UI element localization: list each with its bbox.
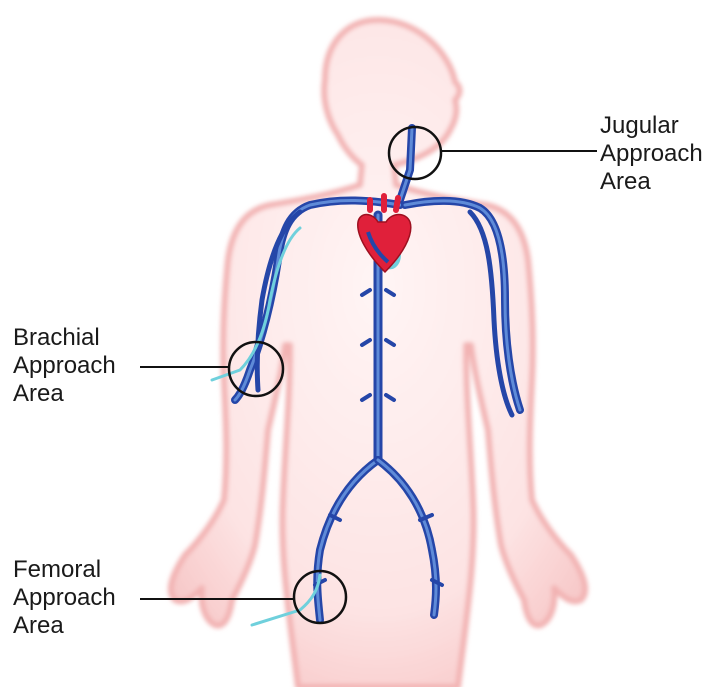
brachial-label-line1: Brachial bbox=[13, 324, 116, 352]
brachial-label-line2: Approach bbox=[13, 352, 116, 380]
jugular-label-line3: Area bbox=[600, 168, 703, 196]
jugular-approach-label: Jugular Approach Area bbox=[600, 112, 703, 196]
jugular-label-line1: Jugular bbox=[600, 112, 703, 140]
jugular-label-line2: Approach bbox=[600, 140, 703, 168]
brachial-label-line3: Area bbox=[13, 380, 116, 408]
femoral-approach-label: Femoral Approach Area bbox=[13, 556, 116, 640]
brachial-approach-label: Brachial Approach Area bbox=[13, 324, 116, 408]
femoral-label-line3: Area bbox=[13, 612, 116, 640]
femoral-label-line2: Approach bbox=[13, 584, 116, 612]
femoral-label-line1: Femoral bbox=[13, 556, 116, 584]
